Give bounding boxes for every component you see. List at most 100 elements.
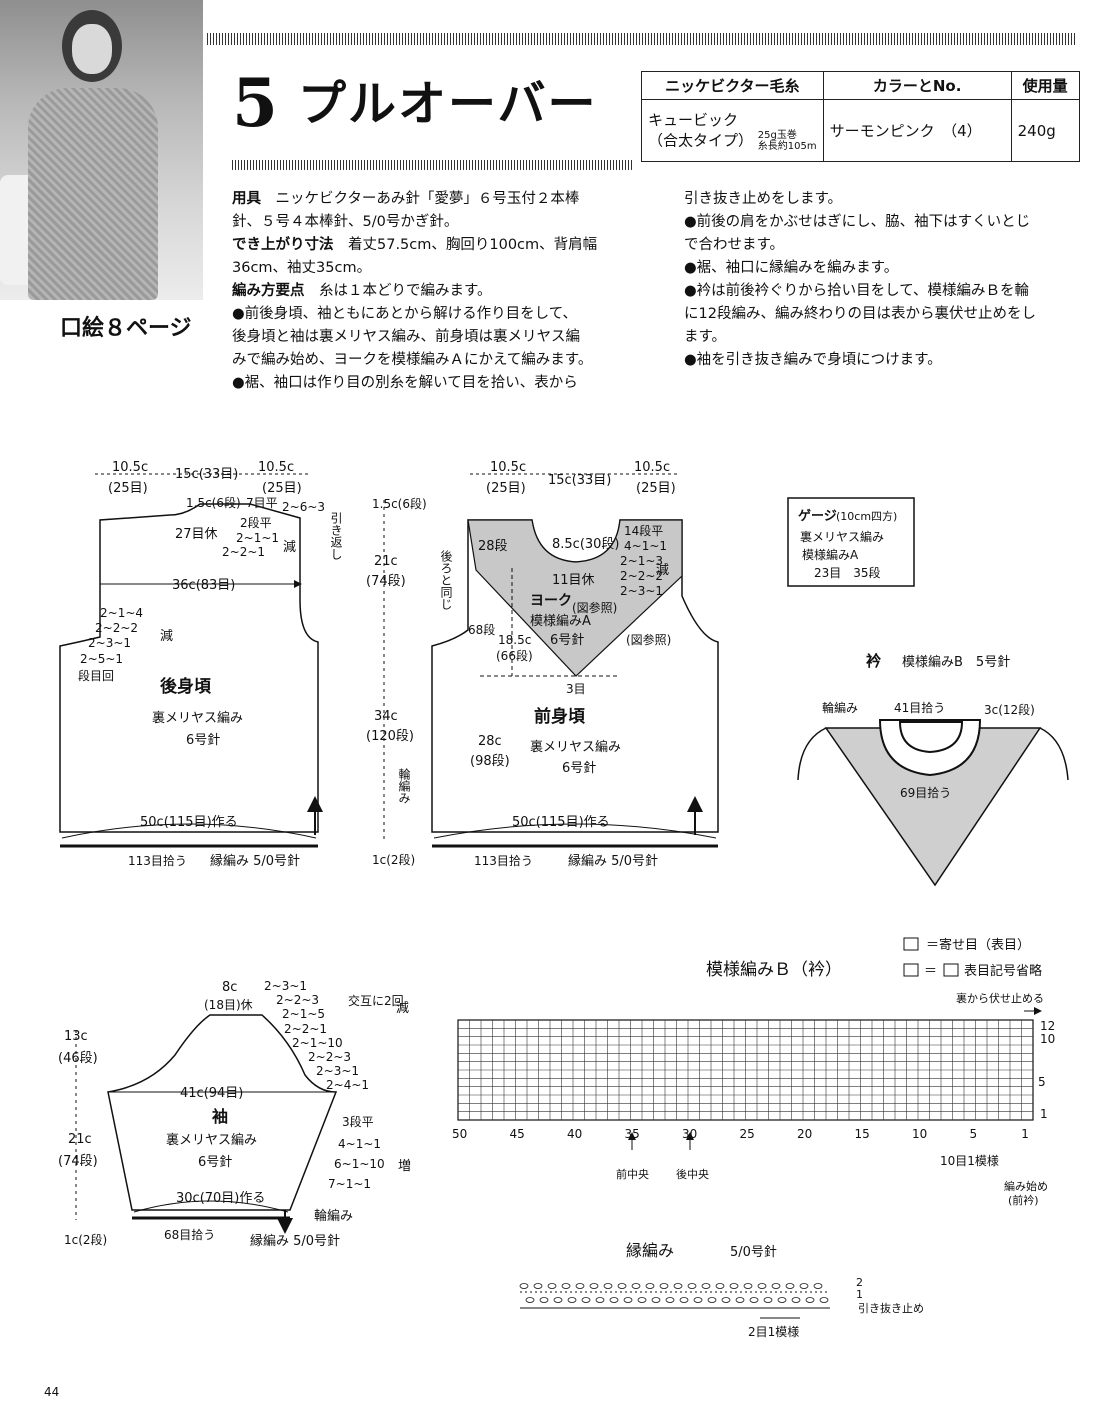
front-width-right-stitches: (25目)	[636, 481, 676, 496]
collar-pattern: 模様編みB 5号針	[902, 654, 1010, 670]
edging-needle: 5/0号針	[730, 1245, 777, 1260]
front-same-as-back: 後ろと同じ	[439, 550, 453, 610]
back-body-outline	[59, 503, 319, 833]
mid-top: 1.5c(6段)	[372, 496, 427, 511]
edging-row-2: 2	[856, 1276, 863, 1289]
gauge-line-3: 23目 35段	[814, 565, 881, 580]
chart-b-legend-1: ＝寄せ目（表目）	[926, 937, 1030, 953]
edging-title: 縁編み	[626, 1241, 674, 1260]
back-armhole-1: 2~1~4	[100, 606, 143, 620]
sleeve-inc-1: 3段平	[342, 1114, 374, 1129]
back-width-left: 10.5c	[112, 460, 148, 475]
points-label: 編み方要点	[232, 283, 305, 299]
instruction-r6: に12段編み、編み終わりの目は表から裏伏せ止めをし	[684, 306, 1036, 322]
sleeve-pickup: 68目拾う	[164, 1227, 215, 1242]
chart-b-start: 編み始め	[1004, 1179, 1048, 1193]
front-needle: 6号針	[562, 761, 596, 776]
instructions-left: 用具 ニッケビクターあみ針「愛夢」６号玉付２本棒 針、５号４本棒針、5/0号かぎ…	[232, 188, 642, 395]
chart-b-x-label: 25	[740, 1127, 755, 1141]
instruction-4: ●裾、袖口は作り目の別糸を解いて目を拾い、表から	[232, 375, 578, 391]
title-rule	[232, 160, 634, 170]
back-width-right: 10.5c	[258, 460, 294, 475]
mid-bottom: 1c(2段)	[372, 852, 415, 867]
chart-b-repeat: 10目1模様	[940, 1154, 999, 1168]
sleeve-needle: 6号針	[198, 1155, 232, 1170]
back-width-left-stitches: (25目)	[108, 481, 148, 496]
instructions-right: 引き抜き止めをします。 ●前後の肩をかぶせはぎにし、脇、袖下はすくいとじ で合わ…	[684, 188, 1084, 372]
sleeve-cap-8: 2~4~1	[326, 1078, 369, 1092]
dec-symbol-icon	[903, 937, 919, 951]
front-neck-depth: 8.5c(30段)	[552, 537, 620, 552]
sleeve-cap-3: 2~1~5	[282, 1007, 325, 1021]
front-stitch: 裏メリヤス編み	[530, 739, 621, 755]
back-width-mid: 15c(33目)	[175, 467, 238, 482]
yarn-ball: 25g玉巻	[757, 129, 797, 141]
header-rule	[207, 33, 1077, 45]
instruction-r2: ●前後の肩をかぶせはぎにし、脇、袖下はすくいとじ	[684, 214, 1031, 230]
sleeve-cap-2: 2~2~3	[276, 993, 319, 1007]
sleeve-ring: 輪編み	[314, 1208, 353, 1224]
front-width-right: 10.5c	[634, 460, 670, 475]
chart-b-x-label: 5	[970, 1127, 978, 1141]
front-width-mid: 15c(33目)	[548, 473, 611, 488]
chart-b-x-label: 15	[855, 1127, 870, 1141]
sleeve-bottom: 1c(2段)	[64, 1232, 107, 1247]
chart-b-x-label: 45	[510, 1127, 525, 1141]
front-pickup: 113目拾う	[474, 853, 533, 868]
chart-b-x-label: 20	[797, 1127, 812, 1141]
front-dec: 減	[656, 562, 669, 578]
instruction-r1: 引き抜き止めをします。	[684, 191, 843, 207]
instruction-2: 後身頃と袖は裏メリヤス編み、前身頃は裏メリヤス編	[232, 329, 580, 345]
knit-symbol-icon	[943, 963, 959, 977]
sleeve-inc-3: 6~1~10	[334, 1157, 385, 1171]
front-r14: 14段平	[624, 523, 663, 538]
chart-b-bind-off: 裏から伏せ止める	[956, 991, 1044, 1005]
instruction-r4: ●裾、袖口に縁編みを編みます。	[684, 260, 899, 276]
sleeve-inc-4: 7~1~1	[328, 1177, 371, 1191]
points-text: 糸は１本どりで編みます。	[319, 283, 492, 299]
yarn-length: 糸長約105m	[757, 140, 817, 152]
sleeve-cap-height: 13c	[64, 1029, 88, 1044]
gauge-line-2: 模様編みA	[802, 547, 859, 562]
page-number: 44	[44, 1385, 59, 1399]
instruction-r8: ●袖を引き抜き編みで身頃につけます。	[684, 352, 942, 368]
front-see-chart-2: (図参照)	[626, 632, 671, 647]
chart-b-start-front: (前衿)	[1008, 1193, 1039, 1207]
gauge-box	[787, 497, 915, 587]
collar-ring: 輪編み	[822, 700, 858, 715]
back-neck-rest: 27目休	[175, 527, 218, 542]
mid-a2: (74段)	[366, 574, 406, 589]
back-neck-dec3: 2~2~1	[222, 545, 265, 559]
front-r41: 4~1~1	[624, 539, 667, 553]
collar-height: 3c(12段)	[984, 702, 1035, 717]
chart-b-row-1: 1	[1040, 1107, 1048, 1121]
front-r231: 2~3~1	[620, 584, 663, 598]
chart-b-legend-2: ＝	[924, 964, 937, 979]
yarn-header-color: カラーとNo.	[822, 71, 1012, 100]
back-shoulder-width: 36c(83目)	[172, 578, 235, 593]
back-row-stitch-times: 段目回	[78, 668, 114, 683]
back-neck-dec-label: 減	[283, 539, 296, 555]
size-label: でき上がり寸法	[232, 237, 334, 253]
sleeve-alternate: 交互に2回	[348, 993, 404, 1008]
front-rows68: 68段	[468, 622, 495, 637]
yarn-name: キュービック	[648, 110, 739, 129]
instruction-3: みで編み始め、ヨークを模様編みＡにかえて編みます。	[232, 352, 593, 368]
front-h185: 18.5c	[498, 633, 531, 647]
mid-ring: 輪編み	[397, 767, 411, 804]
front-cast-on: 50c(115目)作る	[512, 815, 610, 830]
collar-pickup-41: 41目拾う	[894, 700, 945, 715]
back-armhole-4: 2~5~1	[80, 652, 123, 666]
back-neck-depth: 1.5c(6段)	[186, 495, 241, 510]
yarn-amount: 240g	[1010, 99, 1080, 162]
front-h98: (98段)	[470, 754, 510, 769]
chart-b-back-center: 後中央	[676, 1167, 709, 1181]
pattern-number: 5	[232, 64, 278, 142]
chart-b-row-5: 5	[1038, 1075, 1046, 1089]
front-h28: 28c	[478, 734, 502, 749]
back-neck-flat: 7目平	[246, 496, 278, 510]
knit-blank-icon	[903, 963, 919, 977]
back-cast-on: 50c(115目)作る	[140, 815, 238, 830]
sleeve-inc: 増	[398, 1159, 411, 1174]
back-edging: 縁編み 5/0号針	[210, 853, 300, 869]
